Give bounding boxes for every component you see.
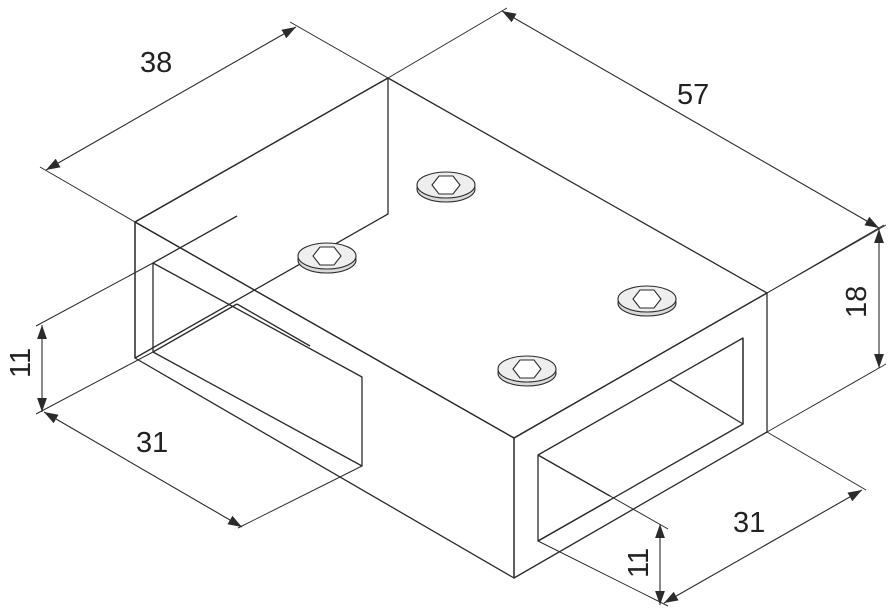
dimension-opening-width-right: 31 [537,431,867,607]
hex-socket-screw-icon [497,355,557,387]
top-face [134,77,768,439]
front-face [134,221,515,579]
dimension-label-38: 38 [140,47,172,79]
dimension-opening-height-left: 11 [5,262,154,415]
dimension-opening-width-left: 31 [43,411,363,529]
hex-socket-screw-icon [617,285,677,317]
dimension-length-top: 57 [387,7,885,294]
dimension-label-31-left: 31 [136,427,168,459]
dimension-label-11-right: 11 [623,548,655,578]
hex-socket-screw-icon [416,171,476,203]
hex-socket-screw-icon [297,242,357,274]
dimension-opening-height-right: 11 [537,454,669,605]
right-opening [537,337,744,542]
block-body [134,77,768,579]
dimension-height-right: 18 [766,224,887,433]
right-end-face [513,292,768,579]
left-end-face [134,77,389,359]
dimension-label-57: 57 [677,79,709,111]
dimension-label-11-left: 11 [5,348,37,378]
screws [297,171,677,387]
dimension-width-top: 38 [39,21,389,223]
dimension-label-31-right: 31 [733,507,765,539]
dimension-label-18: 18 [841,286,873,318]
